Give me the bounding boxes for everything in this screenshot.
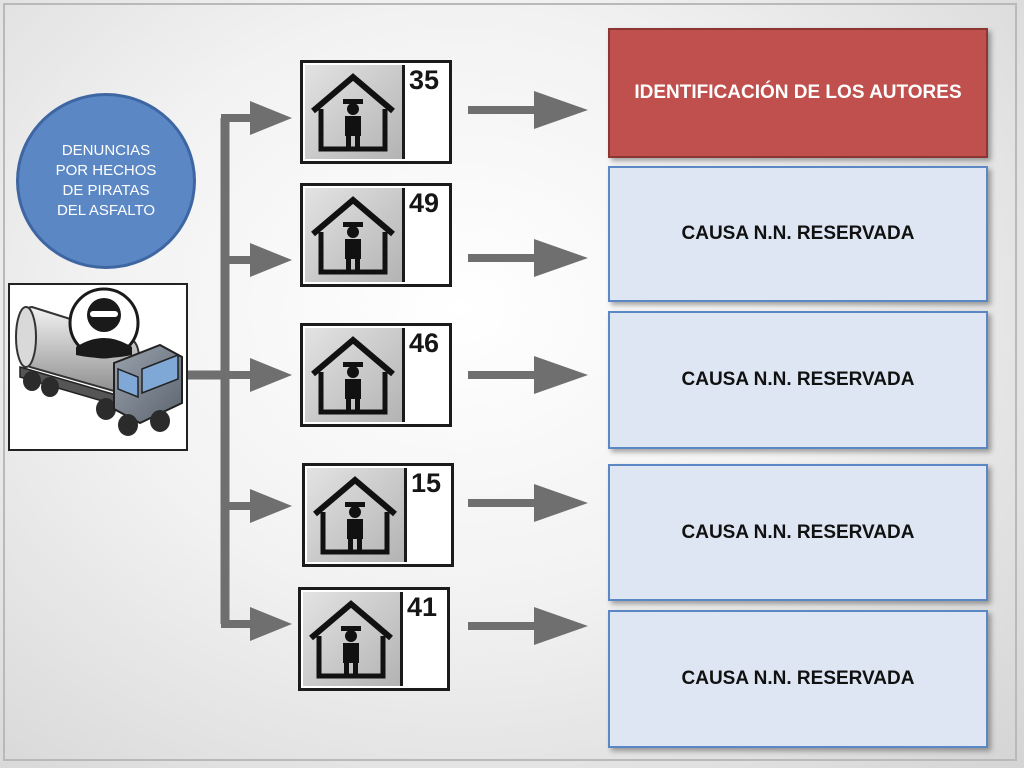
outcome-box-1-label: IDENTIFICACIÓN DE LOS AUTORES	[634, 82, 962, 103]
outcome-box-2: CAUSA N.N. RESERVADA	[608, 166, 988, 302]
complaints-line-2: POR HECHOS	[55, 162, 157, 179]
station-4-image	[307, 468, 407, 562]
outcome-box-4-label: CAUSA N.N. RESERVADA	[681, 521, 915, 543]
outcome-arrow-2	[468, 239, 588, 277]
police-station-icon	[313, 476, 397, 555]
outcome-box-5-label: CAUSA N.N. RESERVADA	[681, 668, 915, 689]
station-1-count: 35	[409, 65, 440, 95]
station-4: 15	[302, 463, 454, 567]
outcome-arrow-1	[468, 91, 588, 129]
station-2-count: 49	[409, 188, 440, 218]
outcome-box-2-label: CAUSA N.N. RESERVADA	[681, 223, 915, 244]
tanker-truck-thief-icon	[15, 287, 183, 436]
station-1: 35	[300, 60, 452, 164]
slide-frame	[3, 3, 1017, 761]
station-5-count: 41	[407, 592, 438, 622]
station-2: 49	[300, 183, 452, 287]
station-3-image	[305, 328, 405, 422]
station-1-image	[305, 65, 405, 159]
branch-arrow-1	[221, 101, 292, 135]
station-4-count: 15	[411, 468, 442, 498]
police-station-icon	[311, 73, 395, 152]
outcome-box-4: CAUSA N.N. RESERVADA	[608, 464, 988, 601]
outcome-box-1: IDENTIFICACIÓN DE LOS AUTORES	[608, 28, 988, 158]
station-5-image	[303, 592, 403, 686]
station-3: 46	[300, 323, 452, 427]
outcome-arrow-5	[468, 607, 588, 645]
complaints-circle: DENUNCIAS POR HECHOS DE PIRATAS DEL ASFA…	[16, 93, 196, 269]
complaints-line-4: DEL ASFALTO	[56, 202, 156, 219]
outcome-arrow-3	[468, 356, 588, 394]
branch-arrow-5	[221, 607, 292, 641]
complaints-circle-text: DENUNCIAS POR HECHOS DE PIRATAS DEL ASFA…	[46, 141, 166, 221]
complaints-line-3: DE PIRATAS	[62, 182, 150, 199]
outcome-box-3: CAUSA N.N. RESERVADA	[608, 311, 988, 449]
outcome-arrow-4	[468, 484, 588, 522]
police-station-icon	[311, 196, 395, 275]
police-station-icon	[311, 336, 395, 415]
branch-arrow-2	[221, 243, 292, 277]
station-3-count: 46	[409, 328, 440, 358]
outcome-box-3-label: CAUSA N.N. RESERVADA	[681, 369, 915, 390]
branch-arrow-4	[221, 489, 292, 523]
outcome-box-5: CAUSA N.N. RESERVADA	[608, 610, 988, 748]
station-5: 41	[298, 587, 450, 691]
station-2-image	[305, 188, 405, 282]
complaints-line-1: DENUNCIAS	[61, 142, 151, 159]
police-station-icon	[309, 600, 393, 679]
truck-image-frame	[8, 283, 188, 451]
branch-arrow-3	[221, 358, 292, 392]
